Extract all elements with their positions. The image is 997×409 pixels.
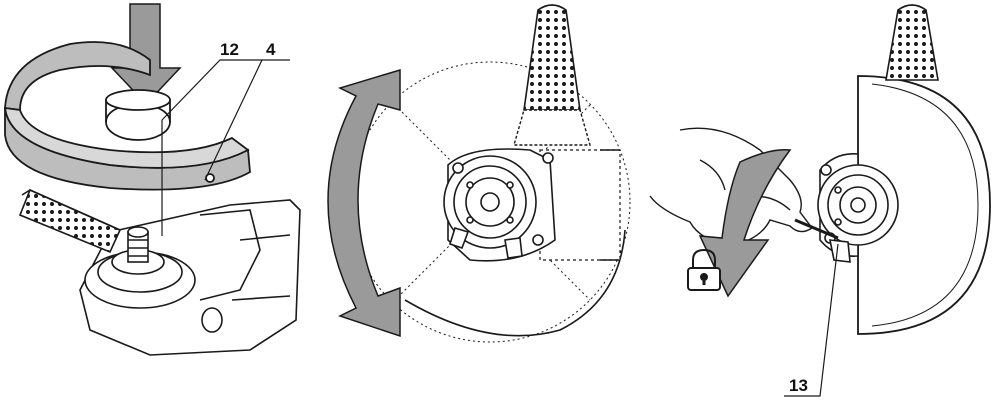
gear-head-right — [817, 153, 899, 263]
screwdriver — [794, 218, 839, 240]
curved-down-arrow-icon — [698, 149, 792, 298]
leader-line-13 — [784, 243, 839, 397]
top-handle-right — [885, 4, 939, 81]
panel-3-lock-guard — [649, 4, 991, 397]
panel-1-fit-guard — [3, 3, 301, 356]
top-handle — [513, 4, 591, 146]
side-handle — [18, 188, 122, 254]
callout-label-12: 12 — [220, 40, 239, 59]
wheel-guard — [3, 41, 251, 191]
padlock-icon — [687, 248, 721, 291]
double-curved-arrow-icon — [327, 68, 401, 338]
callout-label-4: 4 — [266, 40, 276, 59]
guard-arc — [404, 229, 626, 337]
guard-half-disc — [857, 75, 991, 335]
spindle-flange — [84, 226, 196, 309]
panel-2-adjust-guard — [327, 4, 631, 343]
leader-lines-1 — [161, 59, 290, 236]
callout-label-13: 13 — [789, 376, 808, 395]
gear-head — [443, 148, 556, 262]
